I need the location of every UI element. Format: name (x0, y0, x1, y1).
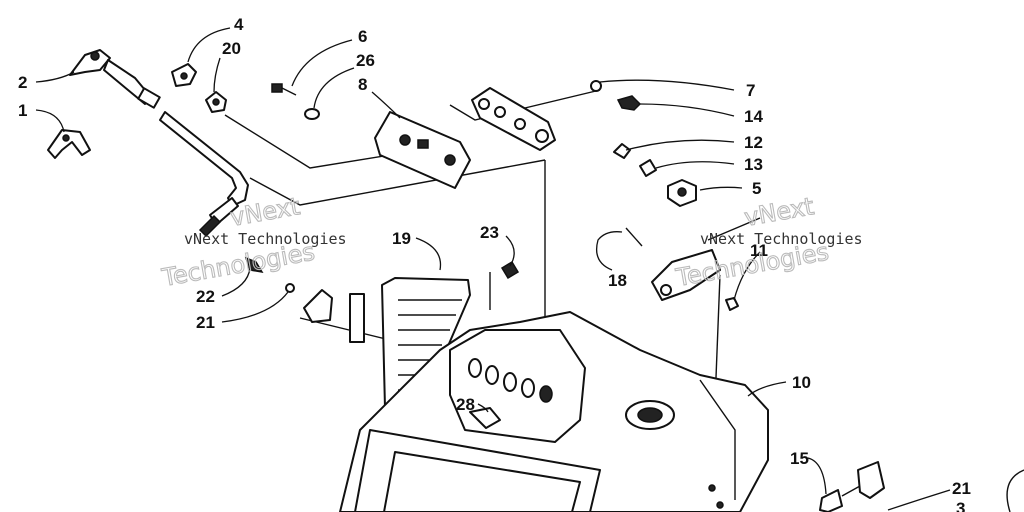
callout-4: 4 (234, 15, 244, 34)
watermark-big-right-line1: vNext (742, 192, 816, 232)
callout-7: 7 (746, 81, 755, 100)
callout-26: 26 (356, 51, 375, 70)
nut-part (205, 91, 227, 113)
throttle-lever-part (69, 49, 161, 109)
callout-14: 14 (744, 107, 763, 126)
watermark-small-left: vNext Technologies (184, 230, 347, 248)
callout-2: 2 (18, 73, 27, 92)
washer-part (304, 108, 320, 120)
callout-3: 3 (956, 499, 965, 512)
callout-1: 1 (18, 101, 27, 120)
callout-13: 13 (744, 155, 763, 174)
watermarks: vNext Technologies vNext Technologies vN… (159, 192, 863, 293)
switch-plate-part (374, 111, 471, 189)
callout-5: 5 (752, 179, 761, 198)
small-washer-part (285, 283, 295, 293)
connector-part (819, 461, 885, 512)
callout-19: 19 (392, 229, 411, 248)
callout-labels: 4 20 6 26 8 2 1 7 14 12 13 5 19 23 22 21… (18, 15, 971, 512)
callout-22: 22 (196, 287, 215, 306)
fastener-part (500, 260, 520, 280)
edge-cable-part (1006, 469, 1024, 512)
callout-11: 11 (750, 241, 768, 260)
lock-nut-part (725, 297, 739, 311)
callout-8: 8 (358, 75, 367, 94)
bracket-lever-part (47, 129, 91, 159)
parts-artwork (47, 49, 1024, 512)
callout-21-left: 21 (196, 313, 215, 332)
switch-hardware-parts (590, 80, 697, 207)
lamp-bracket-part (625, 217, 761, 301)
callout-21-right: 21 (952, 479, 971, 498)
callout-18: 18 (608, 271, 627, 290)
callout-15: 15 (790, 449, 809, 468)
latch-bracket-part (303, 289, 365, 343)
cable-housing-part (159, 111, 249, 238)
callout-6: 6 (358, 27, 367, 46)
leader-lines (35, 27, 951, 511)
console-housing-part (339, 311, 769, 512)
callout-28: 28 (456, 395, 475, 414)
callout-12: 12 (744, 133, 763, 152)
mounting-strip-part (471, 87, 556, 151)
watermark-small-right: vNext Technologies (700, 230, 863, 248)
knob-part (171, 63, 197, 87)
callout-20: 20 (222, 39, 241, 58)
callout-23: 23 (480, 223, 499, 242)
callout-10: 10 (792, 373, 811, 392)
screw-part (271, 83, 297, 96)
